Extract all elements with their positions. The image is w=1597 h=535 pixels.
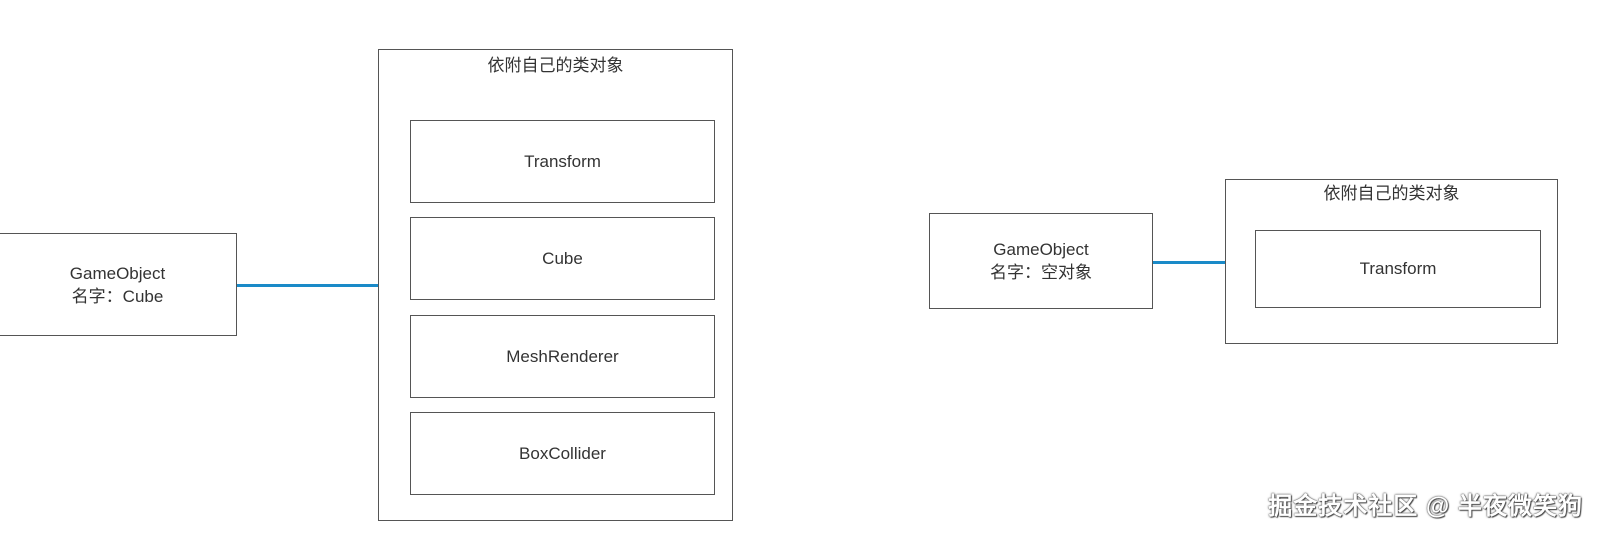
component-transform: Transform — [410, 120, 715, 203]
watermark-text: 掘金技术社区 @ 半夜微笑狗 — [1268, 493, 1583, 520]
attached-components-container-2: 依附自己的类对象 Transform — [1225, 179, 1558, 344]
component-transform: Transform — [1255, 230, 1541, 308]
gameobject-cube-node: GameObject 名字：Cube — [0, 233, 237, 336]
container-title: 依附自己的类对象 — [487, 56, 624, 75]
gameobject-name-label: 名字：空对象 — [990, 263, 1092, 282]
attached-components-container-1: 依附自己的类对象 Transform Cube MeshRenderer Box… — [378, 49, 733, 521]
gameobject-label: GameObject — [993, 240, 1089, 259]
connector-line-1 — [237, 284, 379, 287]
container-title: 依附自己的类对象 — [1323, 184, 1460, 203]
component-meshrenderer: MeshRenderer — [410, 315, 715, 398]
component-boxcollider: BoxCollider — [410, 412, 715, 495]
gameobject-name-label: 名字：Cube — [71, 286, 164, 306]
connector-line-2 — [1153, 261, 1226, 264]
gameobject-label: GameObject — [69, 263, 166, 283]
component-cube: Cube — [410, 217, 715, 300]
gameobject-empty-node: GameObject 名字：空对象 — [929, 213, 1153, 309]
